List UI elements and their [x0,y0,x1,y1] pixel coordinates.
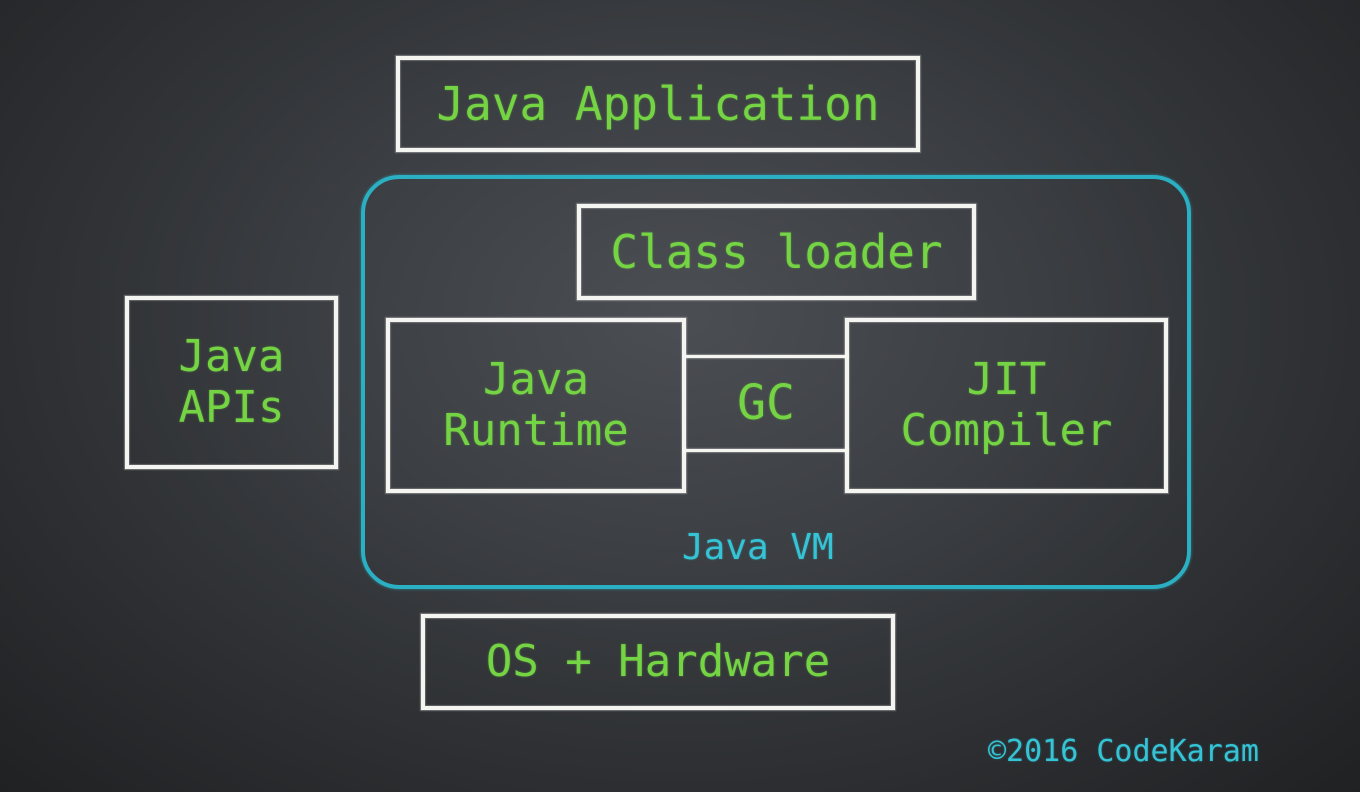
java-runtime-label-line2: Runtime [443,404,629,456]
java-application-box: Java Application [396,56,920,152]
gc-connector-top [684,355,848,358]
java-runtime-box: Java Runtime [386,318,686,493]
java-vm-frame [361,175,1191,589]
gc-connector-bottom [684,449,848,452]
java-runtime-label-line1: Java [483,353,589,405]
java-apis-box: Java APIs [125,296,338,469]
os-hardware-label: OS + Hardware [485,635,831,687]
java-apis-label-line2: APIs [178,381,285,433]
os-hardware-box: OS + Hardware [421,614,895,710]
jit-compiler-label-line1: JIT [966,353,1047,405]
java-vm-label: Java VM [682,527,834,568]
jit-compiler-label-line2: Compiler [900,404,1113,456]
java-apis-label-line1: Java [178,330,285,382]
copyright-text: ©2016 CodeKaram [988,734,1259,769]
class-loader-label: Class loader [610,224,943,279]
class-loader-box: Class loader [577,204,976,300]
gc-label: GC [737,375,795,431]
jit-compiler-box: JIT Compiler [845,318,1168,493]
java-application-label: Java Application [436,76,880,131]
